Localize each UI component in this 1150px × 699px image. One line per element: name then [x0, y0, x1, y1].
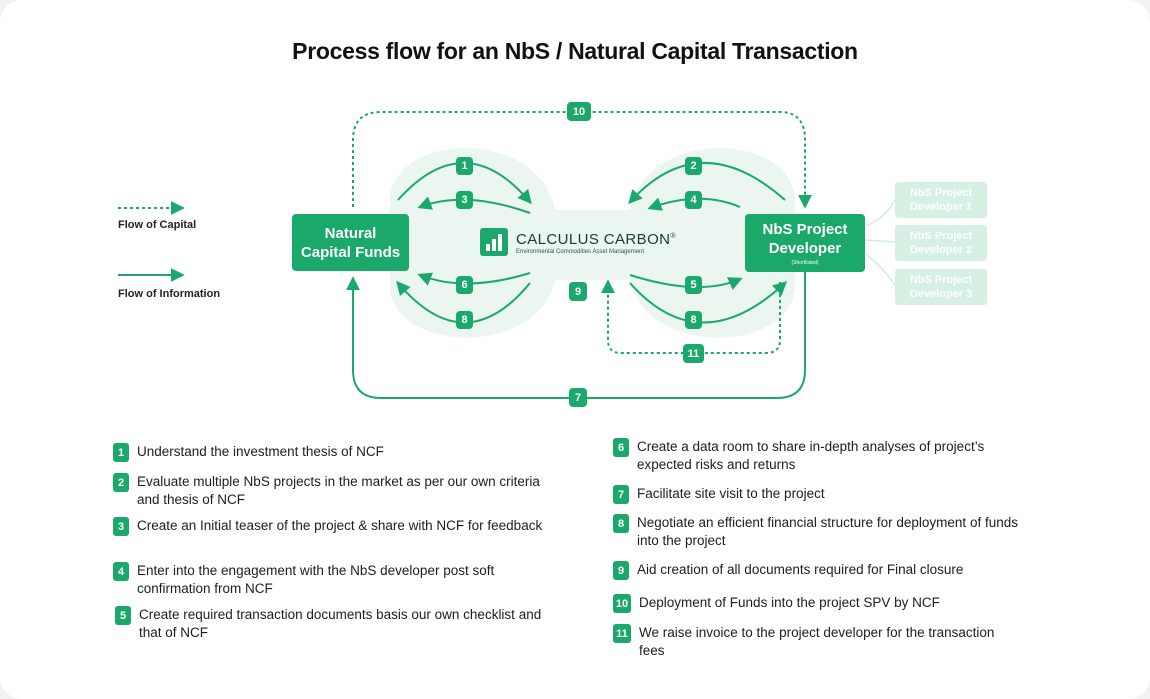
ghost-connectors [865, 199, 896, 286]
step-text-3: Create an Initial teaser of the project … [137, 518, 543, 533]
step-item-7: 7 Facilitate site visit to the project [613, 485, 1023, 504]
node-natural-capital-funds: Natural Capital Funds [292, 214, 409, 271]
ghost-developer-3-line1: NbS Project [909, 274, 973, 286]
node-ncf-line1: Natural [324, 224, 377, 242]
logo-mark-icon [480, 228, 508, 256]
flow-badge-5: 5 [685, 276, 702, 294]
step-number-3: 3 [113, 517, 129, 536]
step-item-2: 2 Evaluate multiple NbS projects in the … [113, 473, 553, 509]
node-dev-line1: NbS Project [762, 220, 848, 238]
step-number-9: 9 [613, 561, 629, 580]
node-project-developer: NbS Project Developer (Shortlisted) [745, 214, 865, 272]
step-number-8: 8 [613, 514, 629, 533]
flow-badge-3: 3 [456, 191, 473, 209]
step-number-6: 6 [613, 438, 629, 457]
step-text-9: Aid creation of all documents required f… [637, 562, 964, 577]
step-number-1: 1 [113, 443, 129, 462]
step-item-1: 1 Understand the investment thesis of NC… [113, 443, 553, 462]
ghost-developer-1-line1: NbS Project [909, 187, 973, 199]
flow-badge-7: 7 [569, 388, 587, 407]
flow-badge-2: 2 [685, 157, 702, 175]
flow-badge-11: 11 [683, 344, 704, 363]
step-text-5: Create required transaction documents ba… [139, 607, 542, 640]
node-ncf-line2: Capital Funds [300, 243, 401, 261]
step-item-11: 11 We raise invoice to the project devel… [613, 624, 1023, 660]
arrow-8-right [629, 281, 788, 324]
step-item-3: 3 Create an Initial teaser of the projec… [113, 517, 553, 536]
ghost-developer-1-line2: Developer 1 [909, 201, 973, 213]
step-item-4: 4 Enter into the engagement with the NbS… [113, 562, 553, 598]
flow-badge-6: 6 [456, 276, 473, 294]
step-number-10: 10 [613, 594, 631, 613]
step-item-6: 6 Create a data room to share in-depth a… [613, 438, 1023, 474]
step-text-1: Understand the investment thesis of NCF [137, 444, 384, 459]
step-text-6: Create a data room to share in-depth ana… [637, 439, 985, 472]
step-item-9: 9 Aid creation of all documents required… [613, 561, 1023, 580]
ghost-developer-2-line1: NbS Project [909, 230, 973, 242]
legend-capital-label: Flow of Capital [118, 219, 197, 231]
step-text-11: We raise invoice to the project develope… [639, 625, 995, 658]
step-number-11: 11 [613, 624, 631, 643]
logo-registered: ® [670, 232, 676, 240]
step-text-4: Enter into the engagement with the NbS d… [137, 563, 495, 596]
step-item-8: 8 Negotiate an efficient financial struc… [613, 514, 1033, 550]
logo-tagline: Environmental Commodities Asset Manageme… [516, 248, 645, 255]
flow-badge-8-right: 8 [685, 311, 702, 329]
step-item-10: 10 Deployment of Funds into the project … [613, 594, 1023, 613]
arrow-10 [352, 111, 812, 209]
step-number-2: 2 [113, 473, 129, 492]
step-number-5: 5 [115, 606, 131, 625]
node-dev-note: (Shortlisted) [791, 259, 819, 266]
flow-badge-1: 1 [456, 157, 473, 175]
step-number-7: 7 [613, 485, 629, 504]
calculus-carbon-logo: CALCULUS CARBON® Environmental Commoditi… [480, 228, 676, 256]
ghost-developer-2-line2: Developer 2 [909, 244, 973, 256]
page-title: Process flow for an NbS / Natural Capita… [292, 38, 858, 64]
step-text-2: Evaluate multiple NbS projects in the ma… [137, 474, 540, 507]
arrow-2 [628, 162, 786, 205]
legend-information-label: Flow of Information [118, 288, 221, 300]
logo-name: CALCULUS CARBON [516, 230, 671, 248]
step-text-8: Negotiate an efficient financial structu… [637, 515, 1018, 548]
flow-badge-8-left: 8 [456, 311, 473, 329]
step-text-7: Facilitate site visit to the project [637, 486, 825, 501]
flow-badge-10: 10 [567, 102, 591, 121]
step-text-10: Deployment of Funds into the project SPV… [639, 595, 940, 610]
step-number-4: 4 [113, 562, 129, 581]
node-dev-line2: Developer [768, 239, 842, 257]
flow-badge-9: 9 [569, 282, 587, 301]
flow-badge-4: 4 [685, 191, 702, 209]
step-item-5: 5 Create required transaction documents … [115, 606, 555, 642]
ghost-developer-3-line2: Developer 3 [909, 288, 973, 300]
